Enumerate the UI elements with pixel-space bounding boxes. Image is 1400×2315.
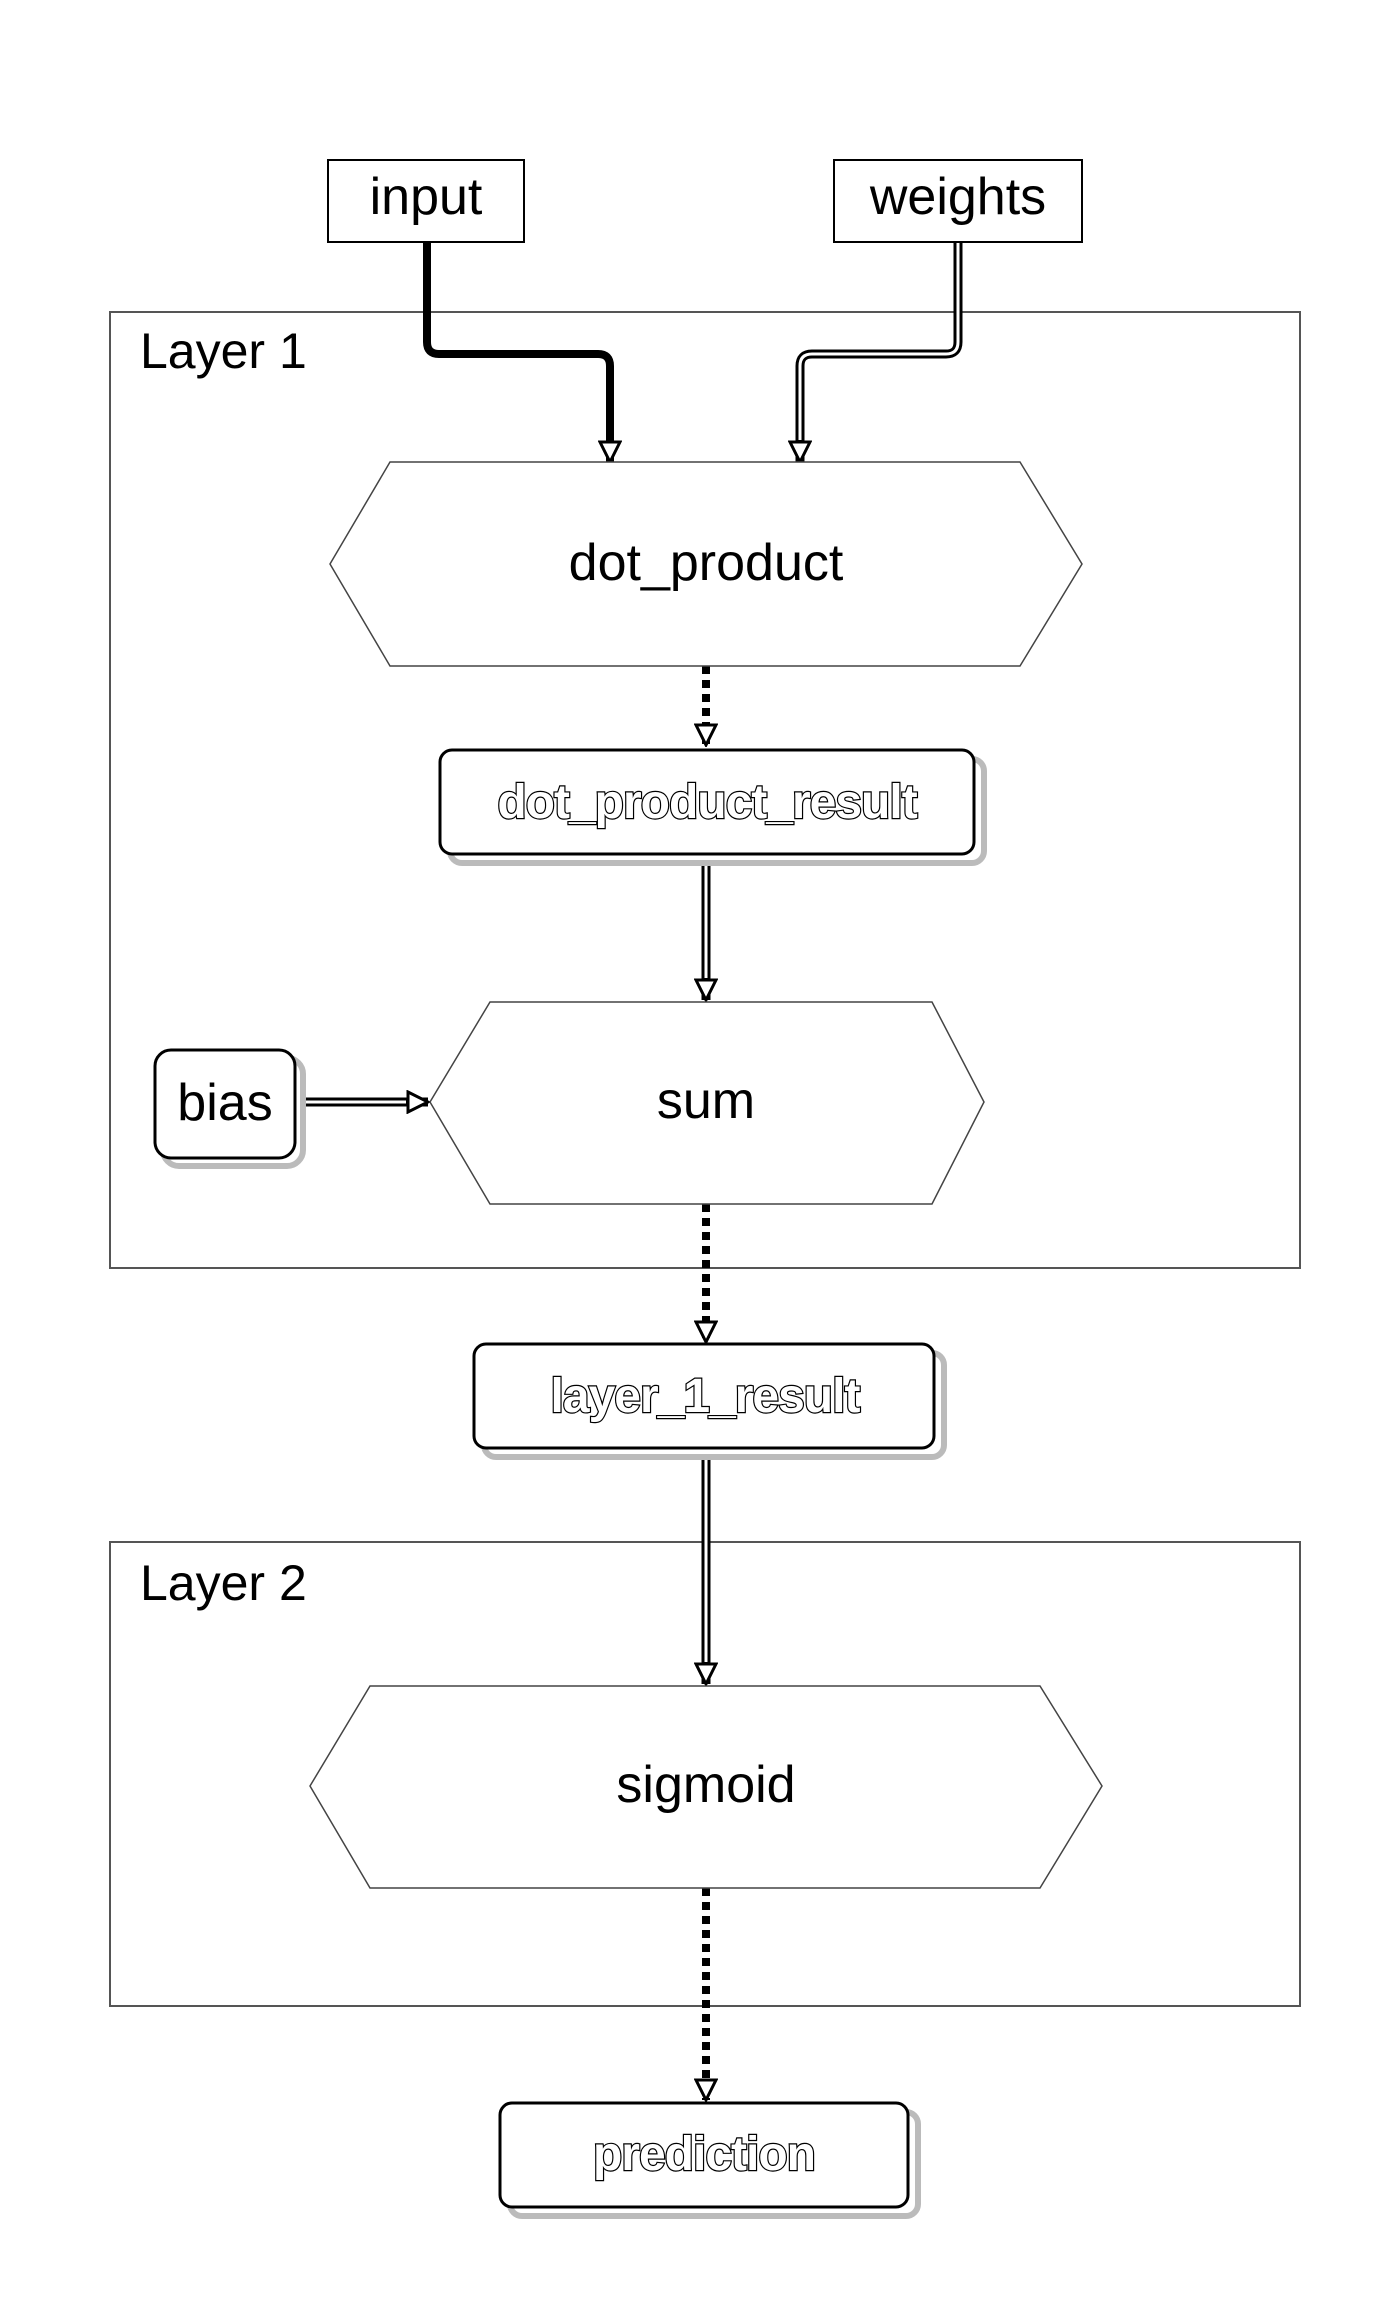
- node-layer-1-result: layer_1_result: [472, 1342, 947, 1460]
- node-input: input: [327, 159, 525, 243]
- edge-input-dot-product: [423, 242, 610, 462]
- cluster-layer-2-label: Layer 2: [140, 1555, 307, 1611]
- node-weights-label: weights: [869, 168, 1046, 226]
- cluster-layer-1-label: Layer 1: [140, 323, 307, 379]
- node-dot-product-result-label: dot_product_result: [497, 776, 917, 829]
- node-sigmoid-label: sigmoid: [616, 1756, 795, 1814]
- node-weights: weights: [833, 159, 1083, 243]
- edge-weights-dot-product: [800, 242, 963, 462]
- node-sum: sum: [429, 1001, 985, 1205]
- node-dot-product-result: dot_product_result: [438, 748, 987, 866]
- node-bias-label: bias: [177, 1074, 272, 1132]
- node-layer-1-result-label: layer_1_result: [551, 1370, 861, 1423]
- node-prediction: prediction: [498, 2101, 921, 2219]
- node-dot-product-label: dot_product: [569, 534, 844, 592]
- node-prediction-label: prediction: [593, 2128, 815, 2181]
- node-bias: bias: [153, 1048, 306, 1169]
- node-input-label: input: [370, 168, 483, 226]
- edges: [298, 242, 963, 2100]
- node-sigmoid: sigmoid: [309, 1685, 1103, 1889]
- node-dot-product: dot_product: [329, 461, 1083, 667]
- node-sum-label: sum: [657, 1072, 755, 1130]
